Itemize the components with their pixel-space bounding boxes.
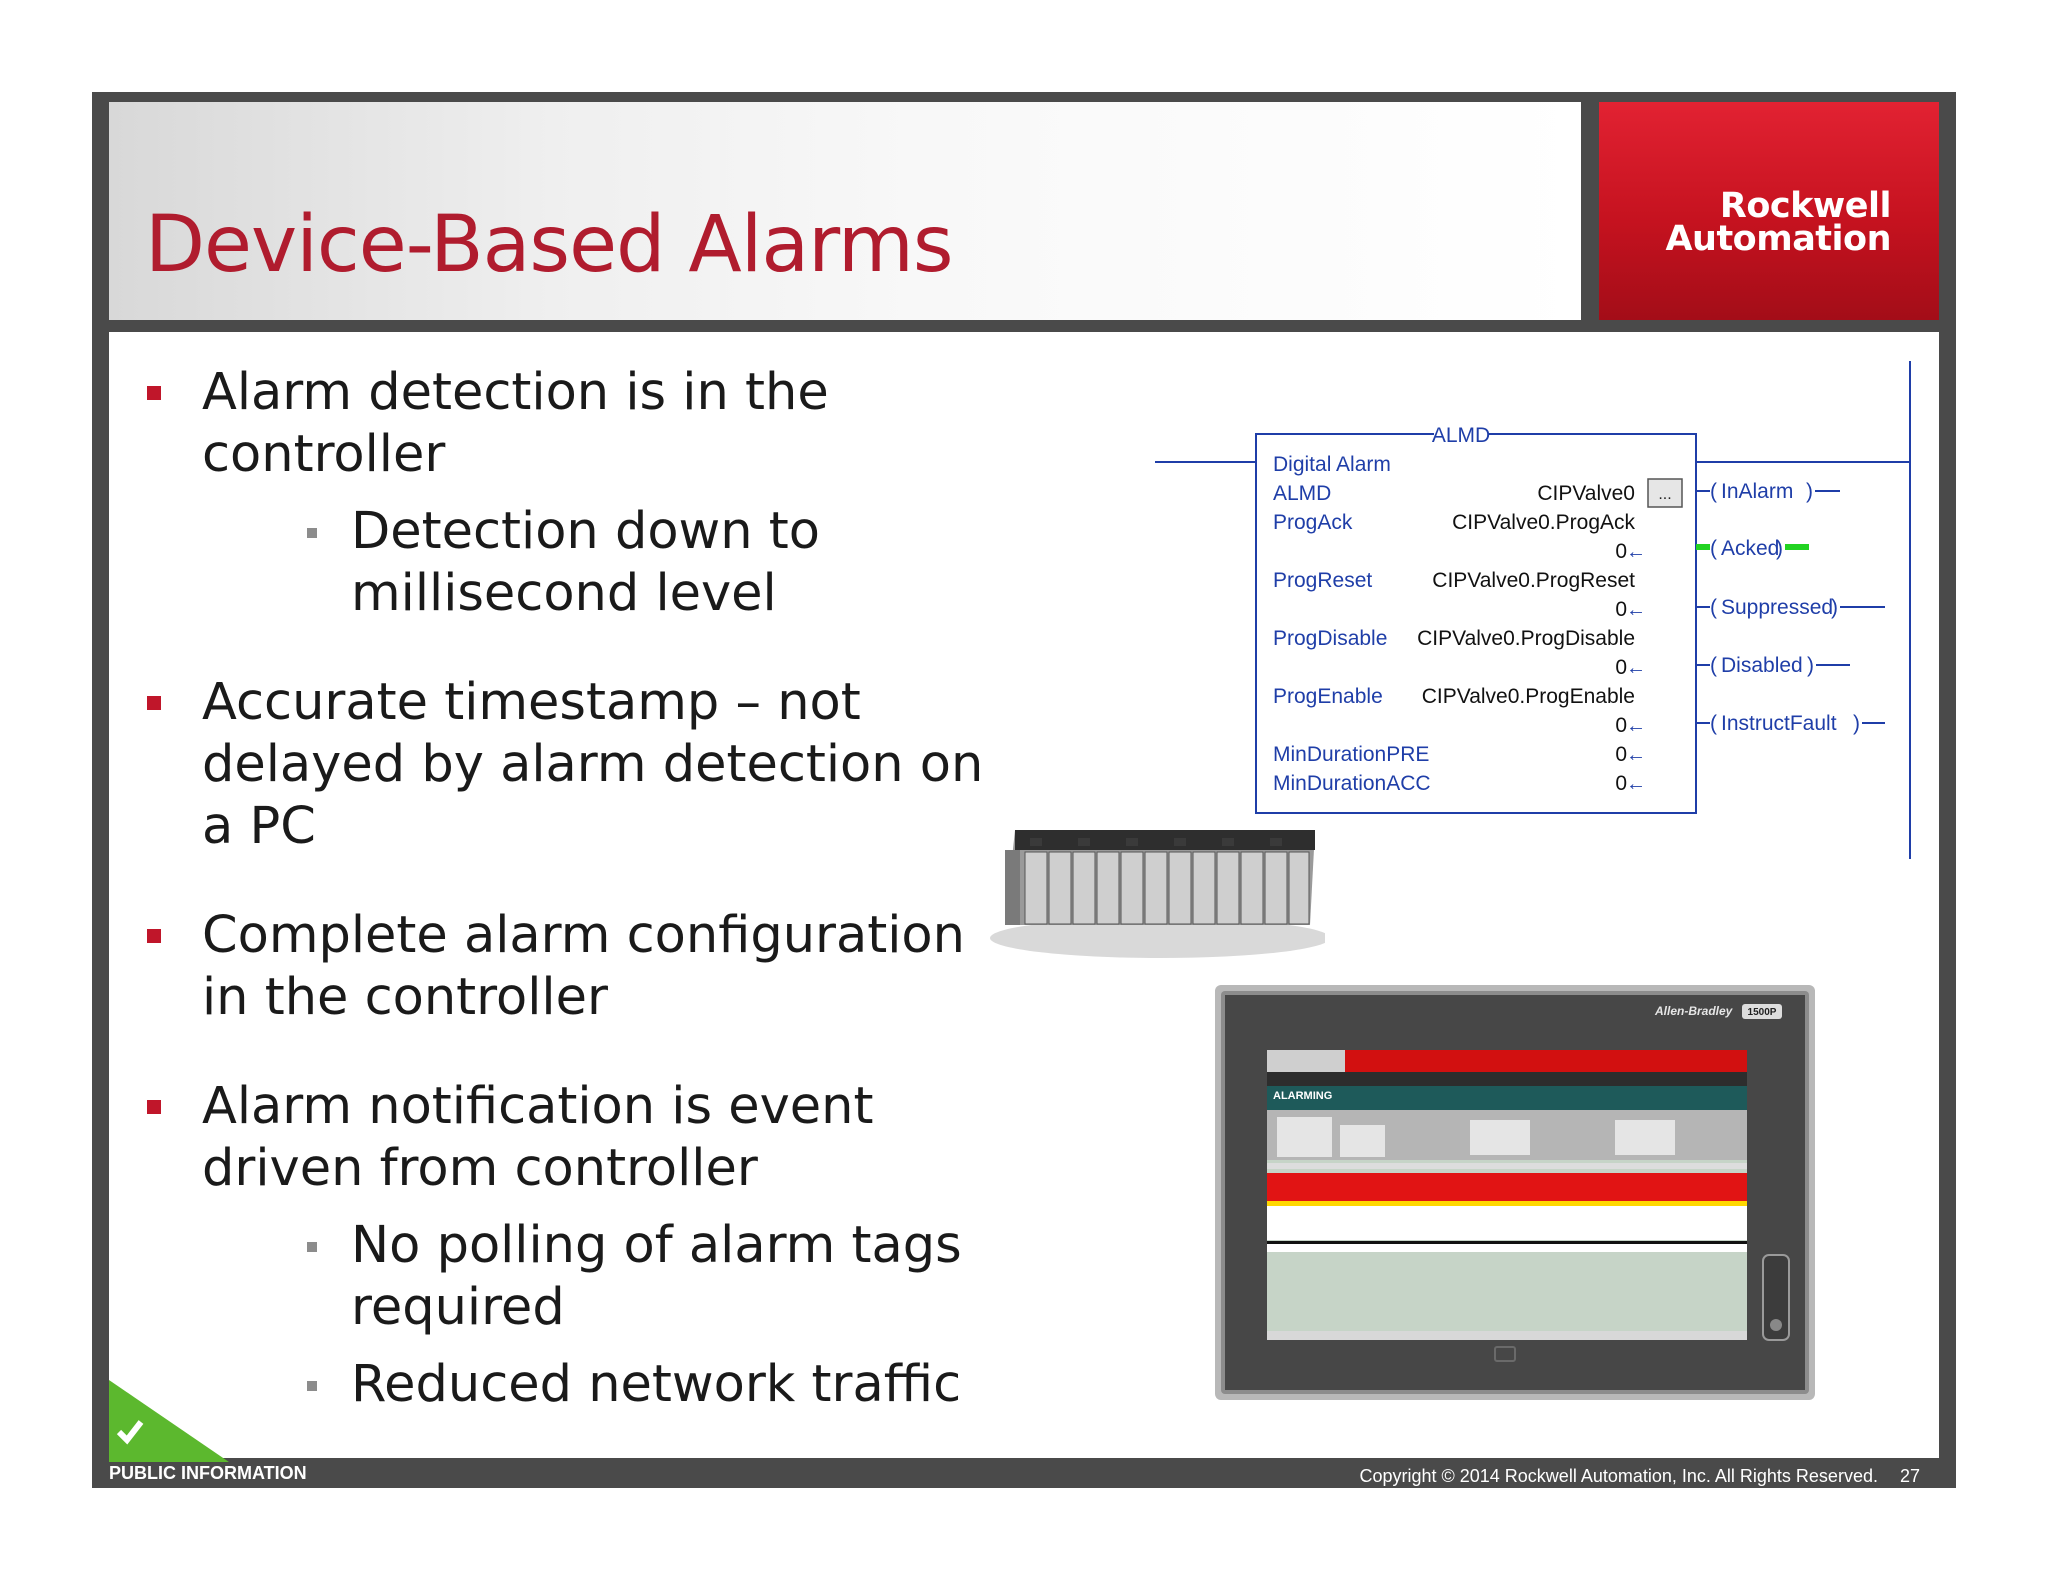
output-coil-inalarm: ( InAlarm ) <box>1696 480 1840 503</box>
bullet-list: Alarm detection is in the controller Det… <box>145 362 1025 1416</box>
sub-bullet-4-1: No polling of alarm tags required <box>307 1215 1025 1339</box>
coil-label: InstructFault <box>1721 712 1837 735</box>
ladder-row-value: CIPValve0.ProgReset <box>1432 569 1635 592</box>
ladder-row-label: Digital Alarm <box>1273 453 1391 476</box>
footer-copyright-area: Copyright © 2014 Rockwell Automation, In… <box>1337 1466 1920 1487</box>
svg-text:(: ( <box>1710 654 1717 677</box>
ellipsis-label: ... <box>1658 486 1671 503</box>
output-coil-suppressed: ( Suppressed ) <box>1696 596 1885 619</box>
svg-text:): ) <box>1853 712 1860 735</box>
coil-label: Acked <box>1721 537 1779 560</box>
ladder-row-label: MinDurationACC <box>1273 772 1431 795</box>
output-coil-acked: ( Acked ) <box>1696 537 1809 560</box>
copyright-text: Copyright © 2014 Rockwell Automation, In… <box>1359 1466 1878 1486</box>
controller-chassis-image <box>990 830 1325 958</box>
output-coil-instructfault: ( InstructFault ) <box>1696 712 1885 735</box>
ladder-row-label: ProgReset <box>1273 569 1372 592</box>
classification-label: PUBLIC INFORMATION <box>109 1463 307 1483</box>
ladder-row-label: ProgAck <box>1273 511 1353 534</box>
hmi-panel-image: Allen-Bradley 1500P ALARMING <box>1215 985 1815 1400</box>
title-band <box>109 102 1581 320</box>
ladder-row-value: 0 <box>1615 598 1627 621</box>
output-coil-disabled: ( Disabled ) <box>1696 654 1850 677</box>
svg-text:): ) <box>1806 480 1813 503</box>
ladder-row-value: 0 <box>1615 743 1627 766</box>
ladder-row-label: ProgDisable <box>1273 627 1387 650</box>
rockwell-logo: Rockwell Automation <box>1665 186 1892 259</box>
logo-box: Rockwell Automation <box>1599 102 1939 320</box>
arrow-left-icon: ← <box>1626 599 1646 621</box>
svg-text:(: ( <box>1710 480 1717 503</box>
svg-text:(: ( <box>1710 596 1717 619</box>
arrow-left-icon: ← <box>1626 541 1646 563</box>
coil-label: InAlarm <box>1721 480 1793 503</box>
ladder-row-label: MinDurationPRE <box>1273 743 1429 766</box>
ladder-row-value: 0 <box>1615 714 1627 737</box>
hmi-screen-title: ALARMING <box>1273 1090 1332 1102</box>
svg-text:): ) <box>1807 654 1814 677</box>
arrow-left-icon: ← <box>1626 715 1646 737</box>
ladder-row-value: CIPValve0.ProgDisable <box>1417 627 1635 650</box>
arrow-left-icon: ← <box>1626 744 1646 766</box>
ladder-row-value: 0 <box>1615 540 1627 563</box>
svg-text:(: ( <box>1710 712 1717 735</box>
arrow-left-icon: ← <box>1626 773 1646 795</box>
svg-text:): ) <box>1776 537 1783 560</box>
hmi-brand: Allen-Bradley <box>1654 1004 1734 1018</box>
almd-ladder-diagram: ALMD Digital Alarm ALMD CIPValve0 ... Pr… <box>1155 361 1915 861</box>
bullet-4: Alarm notification is event driven from … <box>145 1076 1025 1200</box>
ladder-row-value: 0 <box>1615 772 1627 795</box>
bullet-2: Accurate timestamp – not delayed by alar… <box>145 672 1025 858</box>
coil-label: Suppressed <box>1721 596 1833 619</box>
ladder-row-value: CIPValve0.ProgAck <box>1452 511 1635 534</box>
almd-block-title: ALMD <box>1432 424 1490 447</box>
hmi-model: 1500P <box>1748 1007 1777 1018</box>
ellipsis-button[interactable]: ... <box>1647 478 1683 508</box>
sub-bullet-4-2: Reduced network traffic <box>307 1354 1025 1416</box>
slide-title: Device-Based Alarms <box>145 200 954 290</box>
ladder-row-label: ProgEnable <box>1273 685 1383 708</box>
ladder-row-value: CIPValve0.ProgEnable <box>1422 685 1635 708</box>
logo-line-1: Rockwell <box>1719 186 1892 226</box>
coil-label: Disabled <box>1721 654 1803 677</box>
sub-bullet-1-1: Detection down to millisecond level <box>307 501 1025 625</box>
public-info-badge <box>109 1380 229 1462</box>
ladder-row-label: ALMD <box>1273 482 1331 505</box>
svg-text:(: ( <box>1710 537 1717 560</box>
bullet-3: Complete alarm configuration in the cont… <box>145 905 1025 1029</box>
ladder-row-value: 0 <box>1615 656 1627 679</box>
ladder-row-value: CIPValve0 <box>1537 482 1635 505</box>
svg-text:): ) <box>1831 596 1838 619</box>
bullet-1: Alarm detection is in the controller <box>145 362 1025 486</box>
arrow-left-icon: ← <box>1626 657 1646 679</box>
page-number: 27 <box>1899 1466 1920 1486</box>
logo-line-2: Automation <box>1665 219 1891 259</box>
